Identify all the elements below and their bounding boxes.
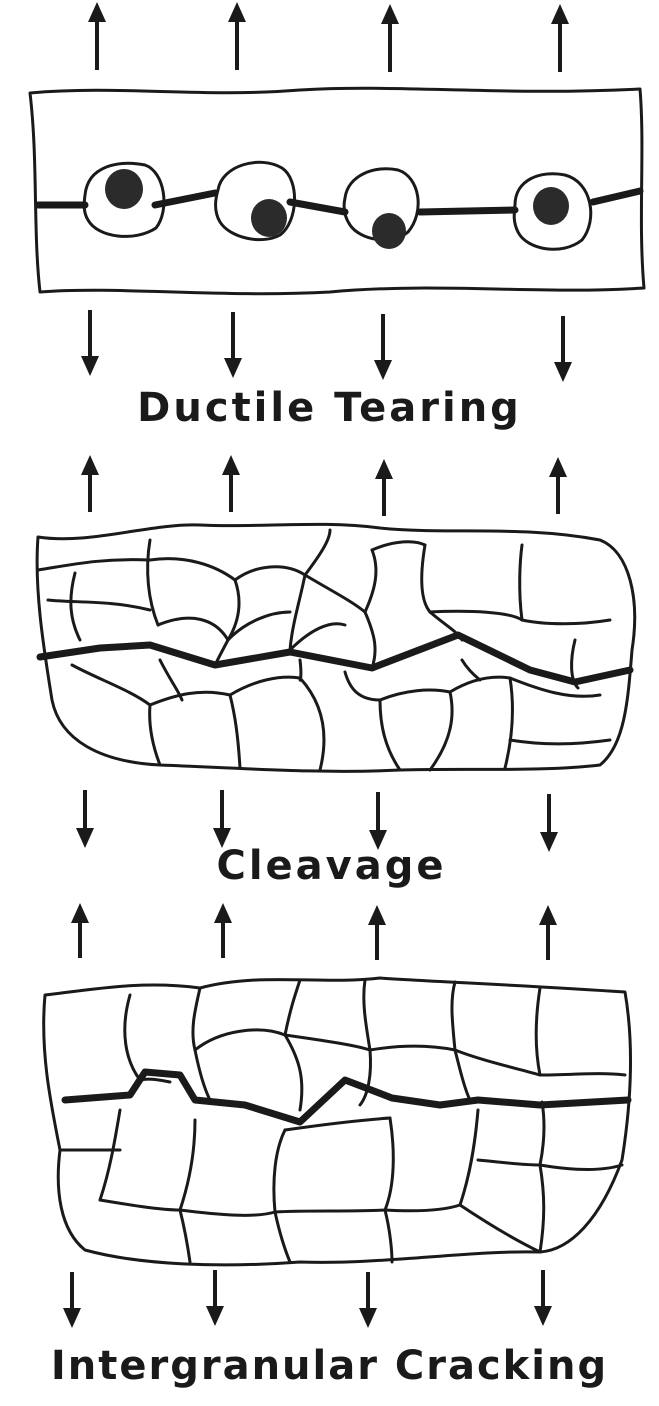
- arrow-up-icon: [88, 2, 106, 70]
- arrow-up-icon: [549, 457, 567, 514]
- arrow-down-icon: [369, 792, 387, 850]
- cleavage-crack-path: [40, 635, 630, 682]
- inclusion-particle: [251, 199, 287, 237]
- arrow-down-icon: [63, 1272, 81, 1328]
- arrow-down-icon: [374, 314, 392, 380]
- arrow-down-icon: [206, 1270, 224, 1326]
- arrow-up-icon: [222, 455, 240, 512]
- cleavage-label: Cleavage: [2, 843, 659, 889]
- arrow-up-icon: [368, 905, 386, 960]
- load-arrows-top-cleavage: [81, 455, 567, 516]
- arrow-up-icon: [539, 905, 557, 960]
- inclusion-particle: [372, 213, 406, 249]
- load-arrows-top-ductile: [88, 2, 569, 72]
- arrow-down-icon: [81, 310, 99, 376]
- arrow-up-icon: [71, 903, 89, 958]
- arrow-up-icon: [375, 459, 393, 516]
- intergranular-cracking-label: Intergranular Cracking: [0, 1343, 659, 1389]
- load-arrows-bottom-ductile: [81, 310, 572, 382]
- arrow-up-icon: [214, 903, 232, 958]
- arrow-down-icon: [213, 790, 231, 848]
- arrow-down-icon: [359, 1272, 377, 1328]
- arrow-down-icon: [534, 1270, 552, 1326]
- ductile-tearing-label: Ductile Tearing: [0, 385, 659, 431]
- arrow-up-icon: [228, 2, 246, 70]
- intergranular-grains: [44, 978, 631, 1265]
- inclusion-particle: [533, 187, 569, 225]
- arrow-up-icon: [381, 4, 399, 72]
- arrow-up-icon: [81, 455, 99, 512]
- load-arrows-top-intergranular: [71, 903, 557, 960]
- arrow-down-icon: [224, 312, 242, 378]
- load-arrows-bottom-intergranular: [63, 1270, 552, 1328]
- ductile-panel: [30, 2, 644, 382]
- cleavage-panel: [37, 455, 635, 852]
- arrow-up-icon: [551, 4, 569, 72]
- arrow-down-icon: [76, 790, 94, 848]
- intergranular-panel: [44, 903, 631, 1328]
- inclusion-particle: [105, 169, 143, 209]
- arrow-down-icon: [554, 316, 572, 382]
